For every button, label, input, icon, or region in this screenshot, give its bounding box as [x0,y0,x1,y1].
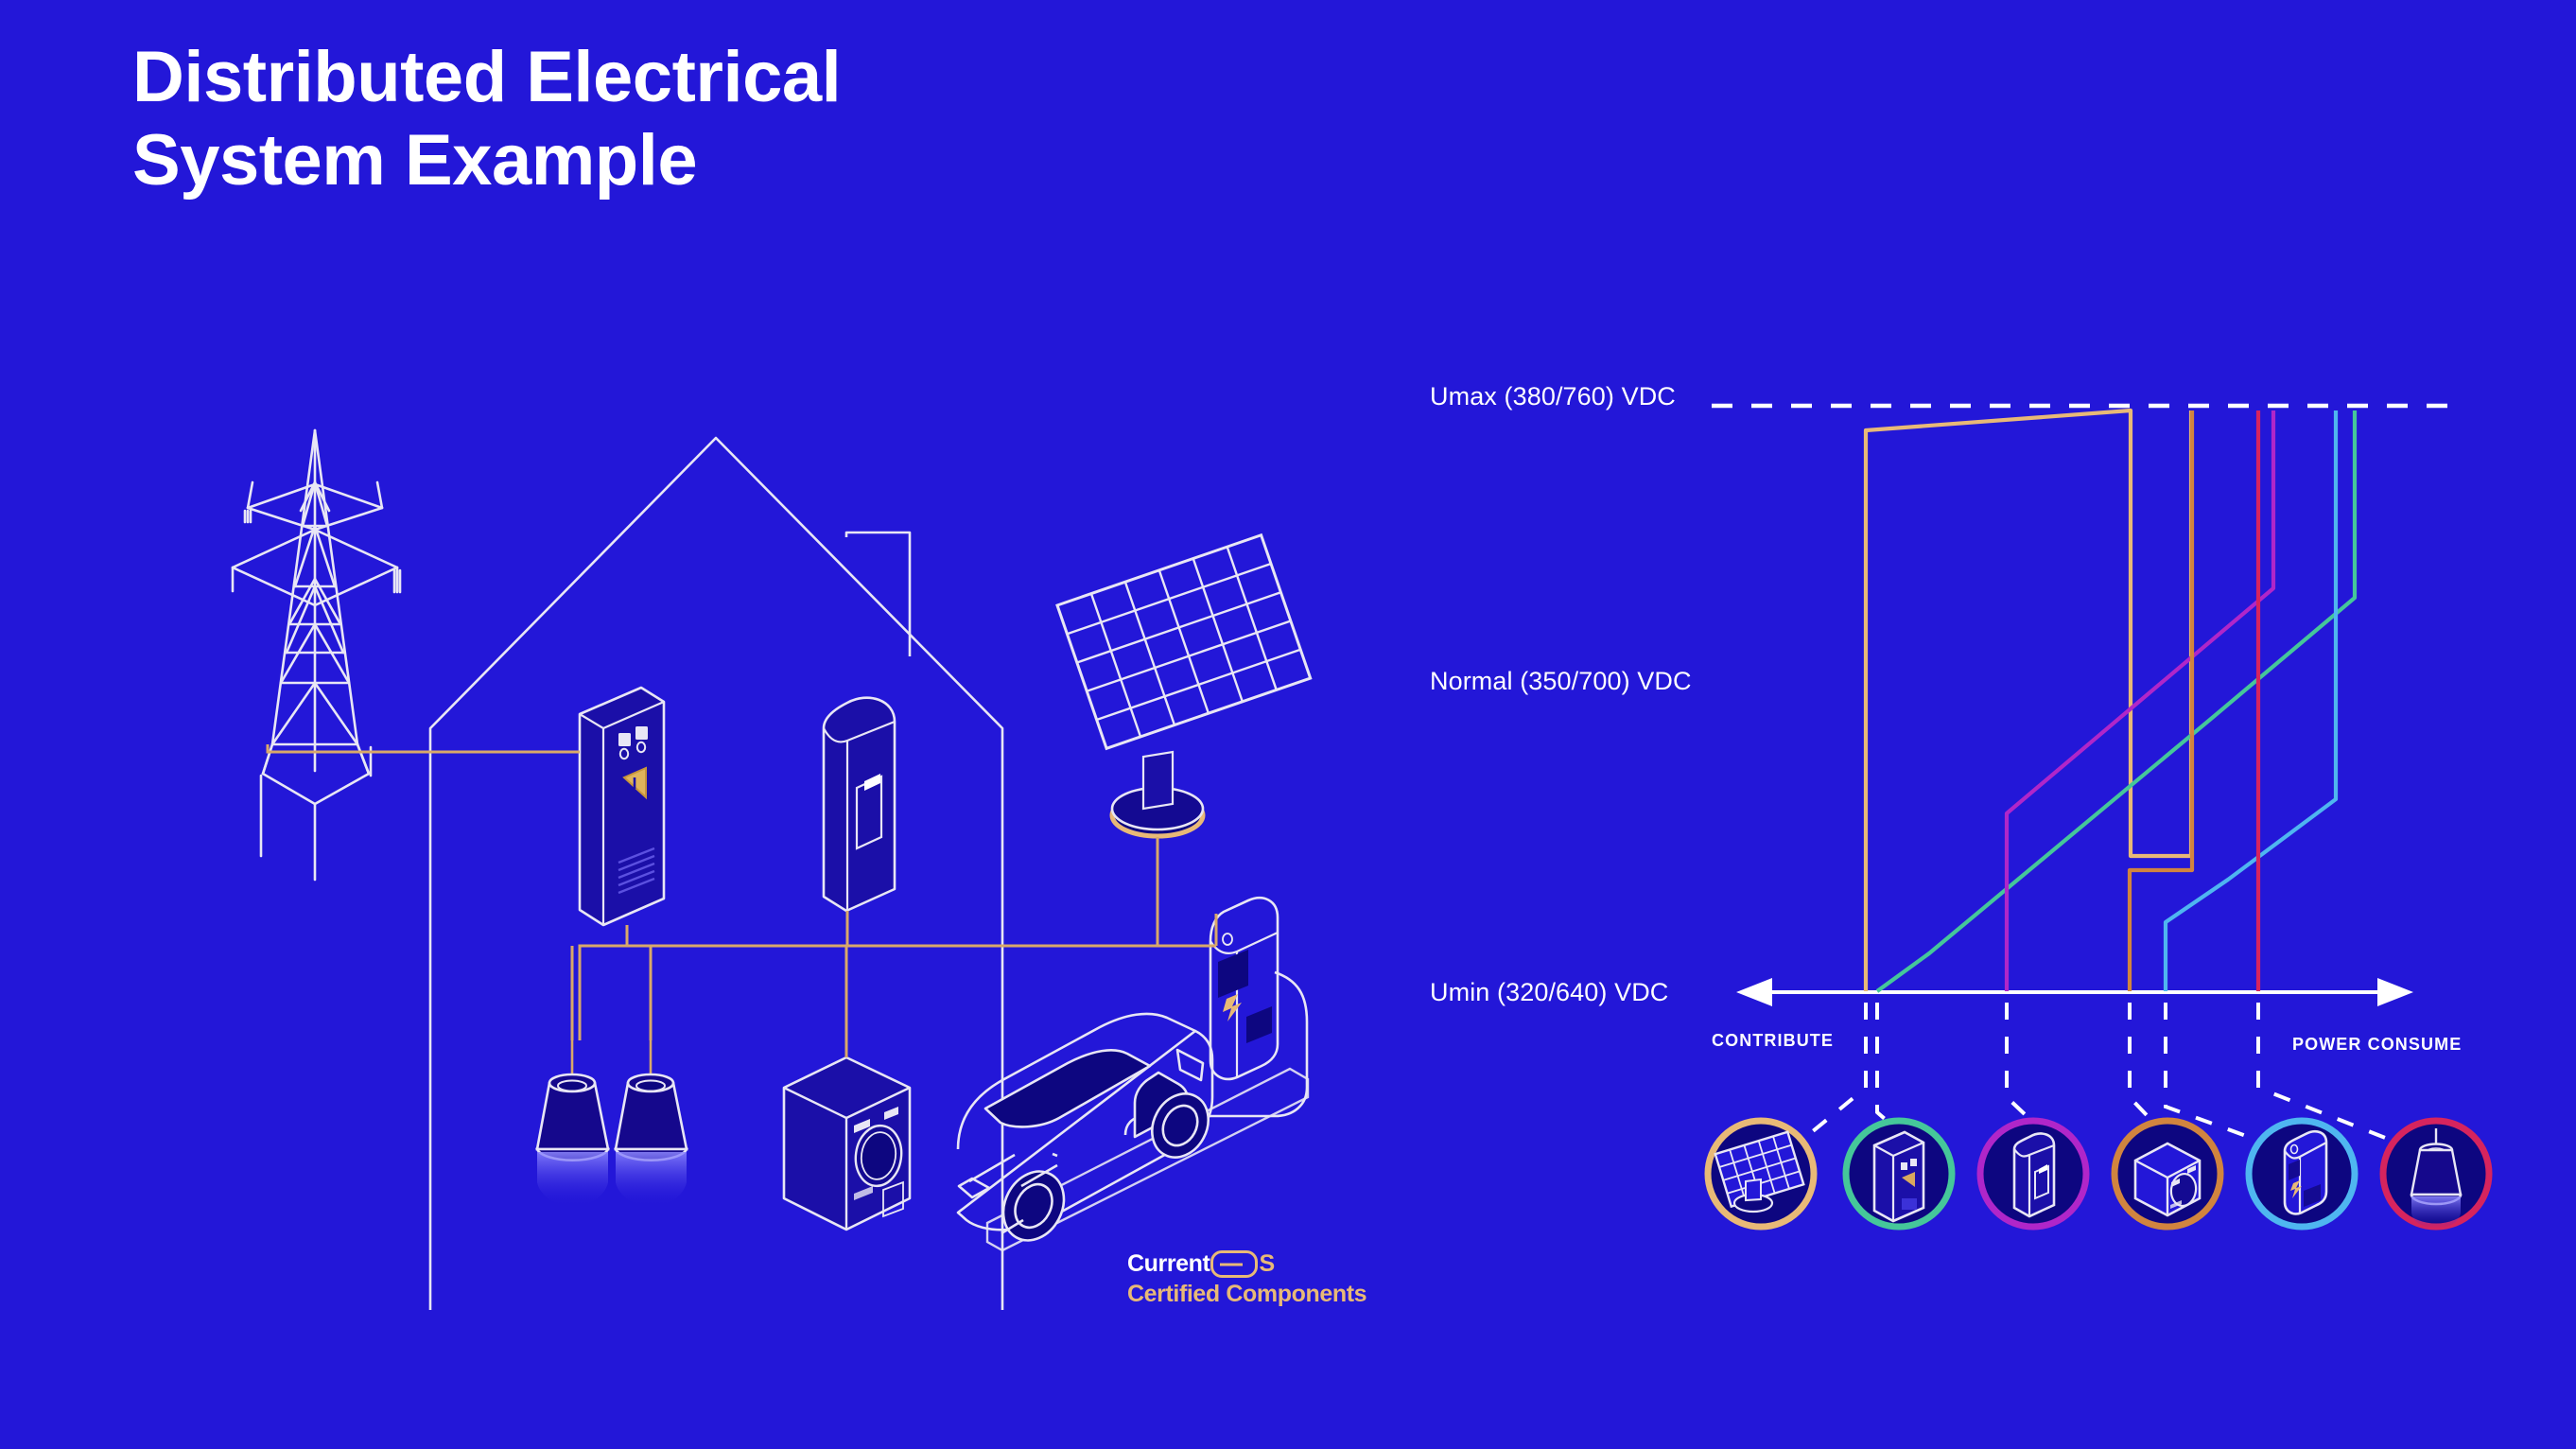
series-line-device [2004,410,2276,991]
washing-machine-icon [782,1056,912,1231]
os-link-icon [1210,1250,1259,1278]
connector-cabinet [1875,1003,1901,1133]
pendant-lamp-icon [534,1040,611,1207]
logo-brand-prefix: Current [1127,1250,1210,1277]
logo-tagline: Certified Components [1127,1281,1367,1307]
power-wiring [266,744,1218,1057]
page-title: Distributed Electrical System Example [132,37,842,201]
connector-ev-charger [2164,1003,2271,1146]
connector-device [2005,1003,2045,1133]
logo-brand-suffix: S [1259,1250,1275,1277]
ev-charger-icon [985,897,1310,1252]
axis-end-label-power-consume: POWER CONSUME [2292,1035,2463,1054]
legend-item-solar[interactable] [1704,1117,1818,1231]
legend-item-ev-charger[interactable] [2245,1117,2358,1231]
currentos-logo: Current S Certified Components [1127,1250,1367,1308]
transmission-tower-icon [231,428,402,882]
axis-label-umin: Umin (320/640) VDC [1430,978,1669,1006]
axis-label-umax: Umax (380/760) VDC [1430,382,1676,410]
series-line-washer [2127,410,2195,991]
connector-lamp [2256,1003,2403,1146]
logo-brand: Current S [1127,1250,1366,1278]
legend-item-lamp[interactable] [2379,1117,2493,1231]
legend-item-cabinet[interactable] [1842,1117,1956,1231]
connector-washer [2128,1003,2164,1133]
series-line-ev-charger [2163,410,2339,991]
solar-panel-icon [1055,532,1313,839]
legend-item-washer[interactable] [2111,1117,2224,1231]
axis-label-normal: Normal (350/700) VDC [1430,667,1692,695]
series-line-cabinet [1875,410,2358,993]
axis-end-label-contribute: CONTRIBUTE [1712,1031,1834,1050]
house-outline [428,436,1004,1310]
pendant-lamp-icon [613,1040,689,1207]
grid-cabinet-icon [578,686,666,927]
x-axis [1736,978,2413,1006]
battery-unit-icon [822,696,896,913]
legend-item-device[interactable] [1976,1117,2090,1231]
connector-solar [1795,1003,1868,1146]
electric-vehicle-icon [956,1012,1214,1242]
